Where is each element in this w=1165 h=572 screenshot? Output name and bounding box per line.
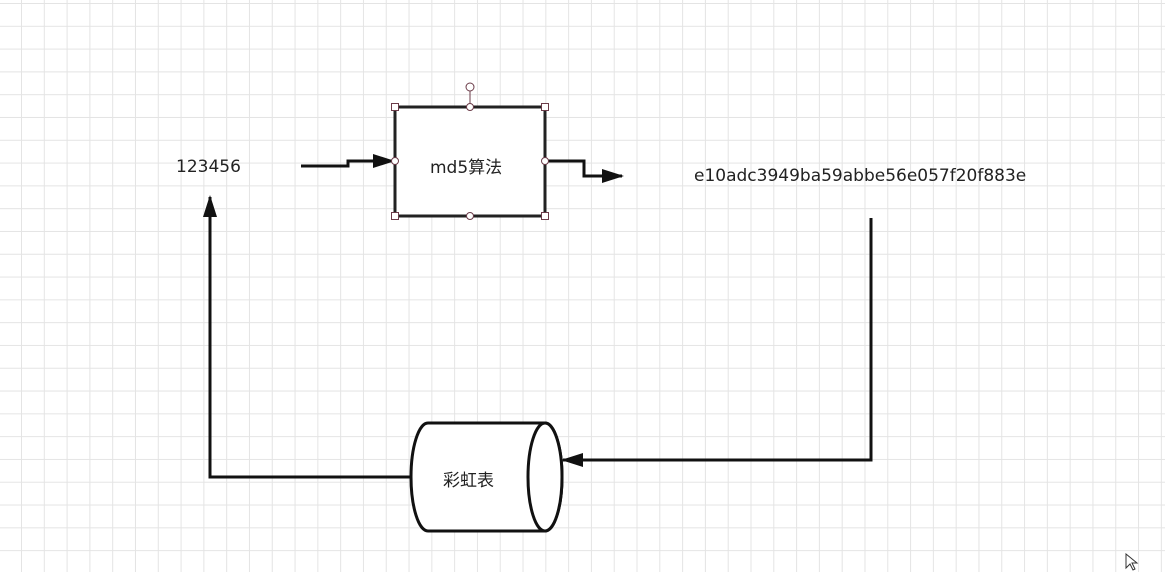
- mouse-cursor-icon: [1125, 553, 1139, 571]
- md5-algorithm-label[interactable]: md5算法: [430, 158, 503, 178]
- selection-handles[interactable]: [391, 82, 549, 220]
- edge-input-to-md5[interactable]: [301, 154, 395, 168]
- rainbow-table-cylinder[interactable]: [409, 421, 564, 533]
- connection-point-top[interactable]: [466, 103, 474, 111]
- resize-handle-bottom-right[interactable]: [541, 212, 549, 220]
- edge-hash-to-rainbow-table[interactable]: [561, 218, 873, 467]
- connection-point-right[interactable]: [541, 157, 549, 165]
- input-password-text[interactable]: 123456: [176, 157, 241, 177]
- rotate-handle[interactable]: [465, 82, 475, 92]
- hash-output-text[interactable]: e10adc3949ba59abbe56e057f20f883e: [694, 166, 1027, 186]
- edge-rainbow-table-to-input[interactable]: [203, 195, 412, 479]
- connection-point-bottom[interactable]: [466, 212, 474, 220]
- edge-md5-to-hash[interactable]: [545, 159, 624, 183]
- resize-handle-top-left[interactable]: [391, 103, 399, 111]
- connection-point-left[interactable]: [391, 157, 399, 165]
- resize-handle-top-right[interactable]: [541, 103, 549, 111]
- rainbow-table-label[interactable]: 彩虹表: [443, 471, 494, 491]
- resize-handle-bottom-left[interactable]: [391, 212, 399, 220]
